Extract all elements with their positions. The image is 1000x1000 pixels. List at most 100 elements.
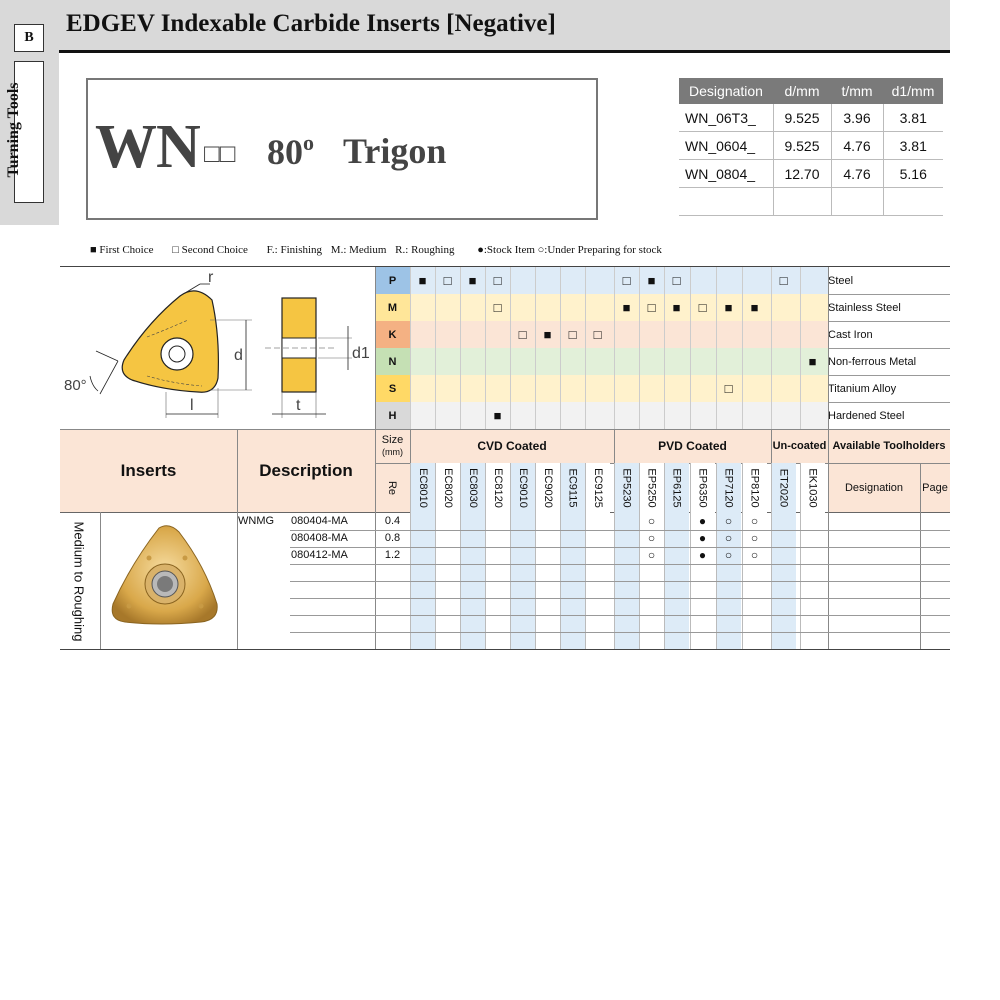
grade-col-bg [716, 463, 741, 650]
inserts-header-bg [60, 429, 375, 512]
material-code-n: N [375, 348, 410, 375]
grade-col-bg [435, 463, 460, 650]
insert-title-box [86, 78, 598, 220]
grade-col-bg [510, 463, 535, 650]
material-name: Hardened Steel [828, 409, 905, 422]
insert-diagram: r d d1 80° l t [64, 269, 370, 418]
dim-cell: 4.76 [830, 131, 883, 160]
uncoated-header: Un-coated [772, 440, 827, 452]
material-code-s: S [375, 375, 410, 402]
application-label: Medium to Roughing [71, 521, 87, 642]
grade-mark: □ [672, 273, 681, 288]
insert-name: WN [95, 113, 201, 181]
col-divider [614, 429, 615, 463]
col-divider [614, 463, 615, 650]
col-divider [375, 267, 376, 429]
stock-mark: ○ [724, 514, 733, 528]
grade-mark: □ [443, 273, 452, 288]
col-divider [435, 267, 436, 429]
col-t: t/mm [831, 78, 883, 104]
size-unit: (mm) [382, 447, 403, 457]
grade-col-bg [771, 463, 796, 650]
insert-code: 080408-MA [291, 532, 348, 544]
page-header: Page [922, 481, 948, 494]
legend-first-choice: ■ First Choice [90, 244, 154, 256]
col-divider [664, 267, 665, 429]
col-divider [560, 267, 561, 429]
dim-cell: 3.96 [830, 104, 883, 132]
stock-mark: ● [698, 514, 707, 528]
insert-shape: Trigon [343, 131, 447, 171]
grade-label: EC8030 [460, 465, 485, 510]
insert-code: 080412-MA [291, 549, 348, 561]
col-divider [614, 267, 615, 429]
grade-col-bg [560, 463, 585, 650]
dim-cell: WN_0804_ [679, 159, 773, 188]
grade-label-text: ET2020 [777, 468, 790, 507]
material-name: Stainless Steel [828, 301, 901, 314]
grade-mark: □ [593, 327, 602, 342]
col-divider [237, 429, 238, 650]
dim-cell [830, 187, 883, 216]
grade-label-text: EP6350 [696, 467, 709, 508]
grade-mark: □ [622, 273, 631, 288]
grade-label: EC9125 [585, 465, 610, 510]
col-divider [100, 512, 101, 650]
table-bottom-rule [60, 649, 950, 650]
grade-mark: ■ [418, 273, 427, 288]
stock-mark: ○ [724, 531, 733, 545]
col-divider [435, 463, 436, 650]
col-divider [535, 463, 536, 650]
label-l: l [190, 397, 194, 414]
label-r: r [208, 269, 214, 286]
col-divider [585, 463, 586, 650]
legend-second-choice: □ Second Choice [172, 244, 248, 256]
grade-label: EK1030 [800, 465, 825, 510]
grade-col-bg [639, 463, 664, 650]
material-name: Steel [828, 274, 854, 287]
grade-col-bg [800, 463, 825, 650]
insert-placeholder-boxes: □□ [204, 138, 236, 168]
material-code-p: P [375, 267, 410, 294]
insert-angle: 80o [267, 130, 314, 172]
side-view-drawing [265, 297, 352, 418]
material-code-k: K [375, 321, 410, 348]
grade-label-text: EC9020 [541, 467, 554, 508]
dim-cell: WN_0604_ [679, 131, 773, 160]
dim-cell: 4.76 [830, 159, 883, 188]
insert-code: 080404-MA [291, 515, 348, 527]
material-code-h: H [375, 402, 410, 429]
stock-mark: ○ [647, 548, 656, 562]
grade-label-text: EC8030 [466, 467, 479, 508]
grade-mark: ■ [672, 300, 681, 315]
grade-label-text: EC9125 [591, 467, 604, 508]
toolholder-header-bg [828, 463, 950, 512]
material-row-bg [410, 348, 828, 375]
grade-col-bg [664, 463, 689, 650]
data-row-divider [290, 615, 950, 616]
material-row-bg [410, 402, 828, 429]
col-divider [485, 463, 486, 650]
grade-mark: ■ [750, 300, 759, 315]
col-d1: d1/mm [883, 78, 943, 104]
material-row-bg [410, 267, 828, 294]
col-divider [742, 267, 743, 429]
dimension-row: WN_0804_ 12.70 4.76 5.16 [679, 159, 943, 188]
grade-mark: □ [698, 300, 707, 315]
grade-mark: ■ [468, 273, 477, 288]
grade-mark: ■ [647, 273, 656, 288]
corner-radius: 0.8 [384, 532, 401, 544]
grade-mark: □ [568, 327, 577, 342]
grade-label-text: EC8020 [441, 467, 454, 508]
col-divider [560, 463, 561, 650]
header-rule [59, 50, 950, 53]
grade-label: EP7120 [716, 465, 741, 510]
corner-radius: 0.4 [384, 515, 401, 527]
dimension-row-empty [679, 187, 943, 216]
stock-mark: ○ [750, 548, 759, 562]
grade-mark: ■ [808, 354, 817, 369]
dimension-header-row: Designation d/mm t/mm d1/mm [679, 78, 943, 104]
insert-type: WNMG [238, 515, 275, 527]
grade-label: EC9020 [535, 465, 560, 510]
material-row-bg [410, 375, 828, 402]
